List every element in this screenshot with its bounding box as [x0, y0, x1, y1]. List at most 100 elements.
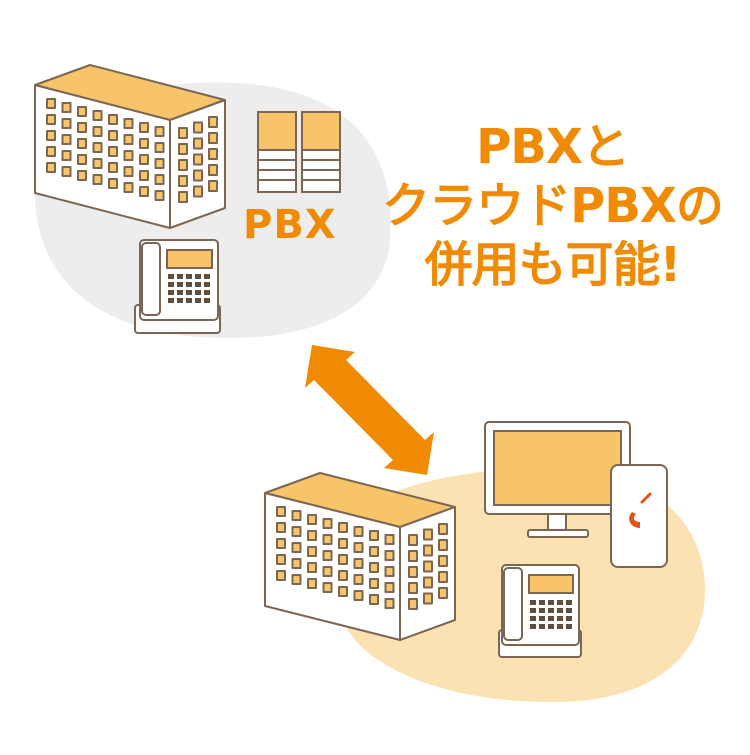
keypad-key — [539, 608, 545, 613]
window — [384, 534, 395, 545]
keypad-key — [168, 274, 174, 279]
top-desk-phone-icon — [134, 239, 221, 334]
window — [208, 132, 218, 144]
window — [408, 534, 418, 546]
keypad-key — [204, 290, 210, 295]
pbx-label: PBX — [243, 202, 337, 248]
keypad-key — [195, 298, 201, 303]
window — [353, 542, 364, 553]
window — [178, 175, 188, 187]
window — [369, 578, 379, 589]
keypad-key — [566, 616, 572, 621]
window — [353, 590, 364, 601]
keypad-key — [186, 290, 192, 295]
keypad-key — [177, 290, 183, 295]
keypad-key — [557, 624, 563, 629]
window — [423, 544, 433, 557]
keypad-key — [186, 298, 192, 303]
window — [46, 114, 56, 125]
bottom-building-icon — [264, 472, 456, 641]
window — [123, 182, 134, 193]
window — [108, 130, 118, 141]
window — [438, 539, 448, 551]
window — [108, 146, 118, 157]
window — [92, 142, 103, 153]
window — [438, 571, 448, 583]
window — [408, 550, 418, 562]
window — [178, 143, 188, 155]
window — [438, 587, 448, 599]
keypad-key — [530, 608, 536, 613]
keypad-key — [566, 624, 572, 629]
window — [208, 148, 218, 160]
double-arrow-icon — [305, 345, 434, 475]
window — [438, 523, 448, 535]
keypad-key — [548, 600, 554, 605]
window — [307, 546, 317, 557]
headline-line-1: PBXと — [476, 119, 630, 175]
window — [353, 574, 364, 585]
keypad-key — [566, 600, 572, 605]
window — [291, 526, 302, 537]
window — [369, 594, 379, 605]
window — [139, 154, 149, 165]
window — [322, 550, 333, 561]
window — [307, 514, 317, 525]
window — [338, 554, 348, 565]
app-logo-icon — [629, 512, 640, 528]
window — [46, 130, 56, 141]
keypad-key — [204, 298, 210, 303]
window — [123, 134, 134, 145]
keypad-key — [548, 624, 554, 629]
window — [353, 558, 364, 569]
window — [139, 138, 149, 149]
window — [322, 534, 333, 545]
window — [77, 170, 87, 181]
window — [338, 538, 348, 549]
window — [77, 138, 87, 149]
window — [369, 562, 379, 573]
keypad-key — [557, 616, 563, 621]
pbx-server-icon — [257, 111, 341, 193]
keypad-key — [177, 282, 183, 287]
keypad-key — [539, 600, 545, 605]
window — [61, 166, 72, 177]
window — [154, 158, 165, 169]
window — [276, 538, 286, 549]
window — [438, 555, 448, 567]
keypad-key — [530, 600, 536, 605]
window — [423, 528, 433, 541]
window — [384, 566, 395, 577]
window — [338, 522, 348, 533]
window — [307, 578, 317, 589]
window — [193, 153, 203, 166]
window — [276, 554, 286, 565]
keypad-key — [177, 298, 183, 303]
window — [384, 550, 395, 561]
window — [408, 598, 418, 610]
window — [92, 158, 103, 169]
window — [46, 98, 56, 109]
window — [276, 522, 286, 533]
window — [322, 518, 333, 529]
window — [123, 150, 134, 161]
window — [291, 510, 302, 521]
window — [276, 570, 286, 581]
window — [178, 191, 188, 203]
keypad-key — [195, 282, 201, 287]
keypad-key — [168, 298, 174, 303]
headline-line-3: 併用も可能! — [424, 237, 682, 293]
window — [92, 126, 103, 137]
keypad-key — [548, 608, 554, 613]
keypad-key — [204, 274, 210, 279]
window — [178, 127, 188, 139]
window — [423, 576, 433, 589]
window — [108, 162, 118, 173]
keypad-key — [168, 290, 174, 295]
window — [77, 122, 87, 133]
keypad-key — [557, 608, 563, 613]
window — [178, 159, 188, 171]
smartphone-icon — [610, 464, 668, 568]
